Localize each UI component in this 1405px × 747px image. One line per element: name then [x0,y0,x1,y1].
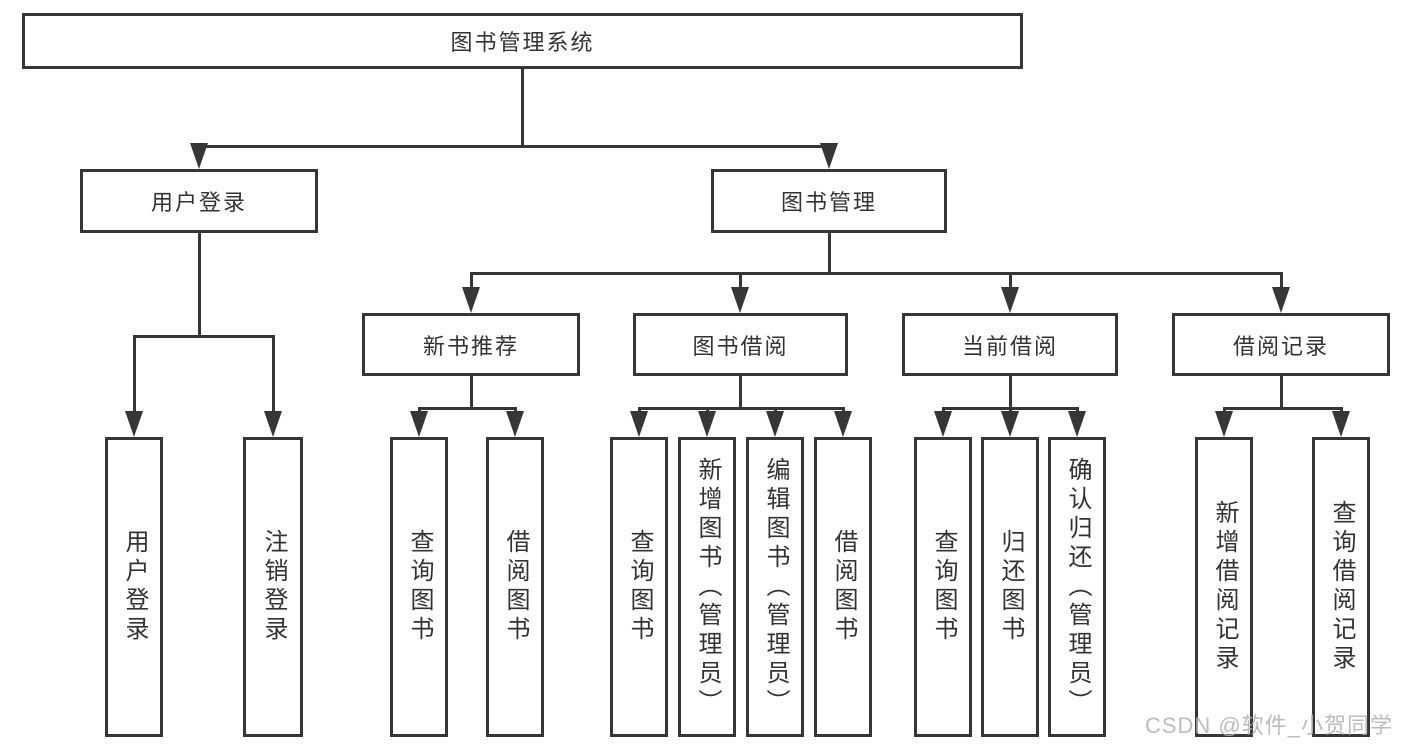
node-label-root: 图书管理系统 [450,30,595,55]
connector-stem-new-book-recommend [469,376,473,410]
arrowhead-down-icon [462,287,480,313]
connector-stem-root [520,69,524,148]
connector-branch-book-management [469,272,473,293]
node-leaf-borrow-books-2: 借阅图书 [814,437,872,737]
node-label-leaf-query-books-1: 查询图书 [406,529,433,645]
node-label-leaf-confirm-return: 确认归还（管理员） [1064,456,1091,718]
node-leaf-borrow-books-1: 借阅图书 [486,437,544,737]
node-label-leaf-query-borrow-record: 查询借阅记录 [1328,500,1355,674]
node-leaf-query-books-3: 查询图书 [914,437,972,737]
connector-stem-borrowing-records [1279,376,1283,410]
node-label-leaf-logout: 注销登录 [260,529,287,645]
connector-stem-current-borrowing [1008,376,1012,410]
connector-branch-user-login [132,335,136,417]
node-book-borrowing: 图书借阅 [633,313,848,376]
node-leaf-confirm-return: 确认归还（管理员） [1048,437,1106,737]
node-label-new-book-recommend: 新书推荐 [422,333,519,359]
node-label-book-management: 图书管理 [780,190,877,215]
connector-rail-user-login [132,335,275,338]
node-leaf-user-login: 用户登录 [105,437,163,737]
connector-rail-book-borrowing [637,407,845,410]
connector-stem-user-login [197,233,201,338]
arrowhead-down-icon [1272,287,1290,313]
arrowhead-down-icon [820,143,838,169]
node-borrowing-records: 借阅记录 [1172,313,1390,376]
node-leaf-query-books-1: 查询图书 [390,437,448,737]
arrowhead-down-icon [698,411,716,437]
node-book-management: 图书管理 [711,169,947,233]
node-label-leaf-add-books: 新增图书（管理员） [694,456,721,718]
node-leaf-logout: 注销登录 [243,437,303,737]
connector-rail-new-book-recommend [417,407,517,410]
node-user-login: 用户登录 [80,169,318,233]
arrowhead-down-icon [1068,411,1086,437]
node-label-book-borrowing: 图书借阅 [692,333,789,359]
connector-branch-book-management [1279,272,1283,293]
node-label-leaf-edit-books: 编辑图书（管理员） [762,456,789,718]
arrowhead-down-icon [1215,411,1233,437]
connector-stem-book-borrowing [738,376,742,410]
node-label-borrowing-records: 借阅记录 [1232,333,1329,359]
arrowhead-down-icon [766,411,784,437]
node-label-leaf-query-books-3: 查询图书 [930,529,957,645]
node-label-current-borrowing: 当前借阅 [961,333,1058,359]
arrowhead-down-icon [264,411,282,437]
arrowhead-down-icon [1001,287,1019,313]
connector-stem-book-management [827,233,831,275]
node-label-leaf-return-books: 归还图书 [997,529,1024,645]
node-leaf-query-books-2: 查询图书 [610,437,668,737]
arrowhead-down-icon [1001,411,1019,437]
arrowhead-down-icon [731,287,749,313]
arrowhead-down-icon [190,143,208,169]
node-leaf-edit-books: 编辑图书（管理员） [746,437,804,737]
arrowhead-down-icon [834,411,852,437]
node-new-book-recommend: 新书推荐 [362,313,580,376]
arrowhead-down-icon [1332,411,1350,437]
connector-branch-book-management [738,272,742,293]
node-label-leaf-borrow-books-2: 借阅图书 [830,529,857,645]
node-label-leaf-user-login: 用户登录 [121,529,148,645]
node-root: 图书管理系统 [22,13,1023,69]
node-label-leaf-query-books-2: 查询图书 [626,529,653,645]
node-leaf-add-borrow-record: 新增借阅记录 [1195,437,1253,737]
connector-rail-borrowing-records [1222,407,1343,410]
connector-branch-book-management [1008,272,1012,293]
node-leaf-query-borrow-record: 查询借阅记录 [1312,437,1370,737]
arrowhead-down-icon [934,411,952,437]
node-leaf-return-books: 归还图书 [981,437,1039,737]
connector-rail-book-management [469,272,1283,275]
watermark-text: CSDN @软件_小贺同学 [1144,713,1393,738]
connector-branch-user-login [271,335,275,417]
arrowhead-down-icon [125,411,143,437]
node-label-leaf-add-borrow-record: 新增借阅记录 [1211,500,1238,674]
node-current-borrowing: 当前借阅 [902,313,1118,376]
arrowhead-down-icon [506,411,524,437]
node-leaf-add-books: 新增图书（管理员） [678,437,736,737]
connector-rail-root [197,145,831,148]
node-label-user-login: 用户登录 [150,190,247,215]
arrowhead-down-icon [410,411,428,437]
node-label-leaf-borrow-books-1: 借阅图书 [502,529,529,645]
arrowhead-down-icon [630,411,648,437]
